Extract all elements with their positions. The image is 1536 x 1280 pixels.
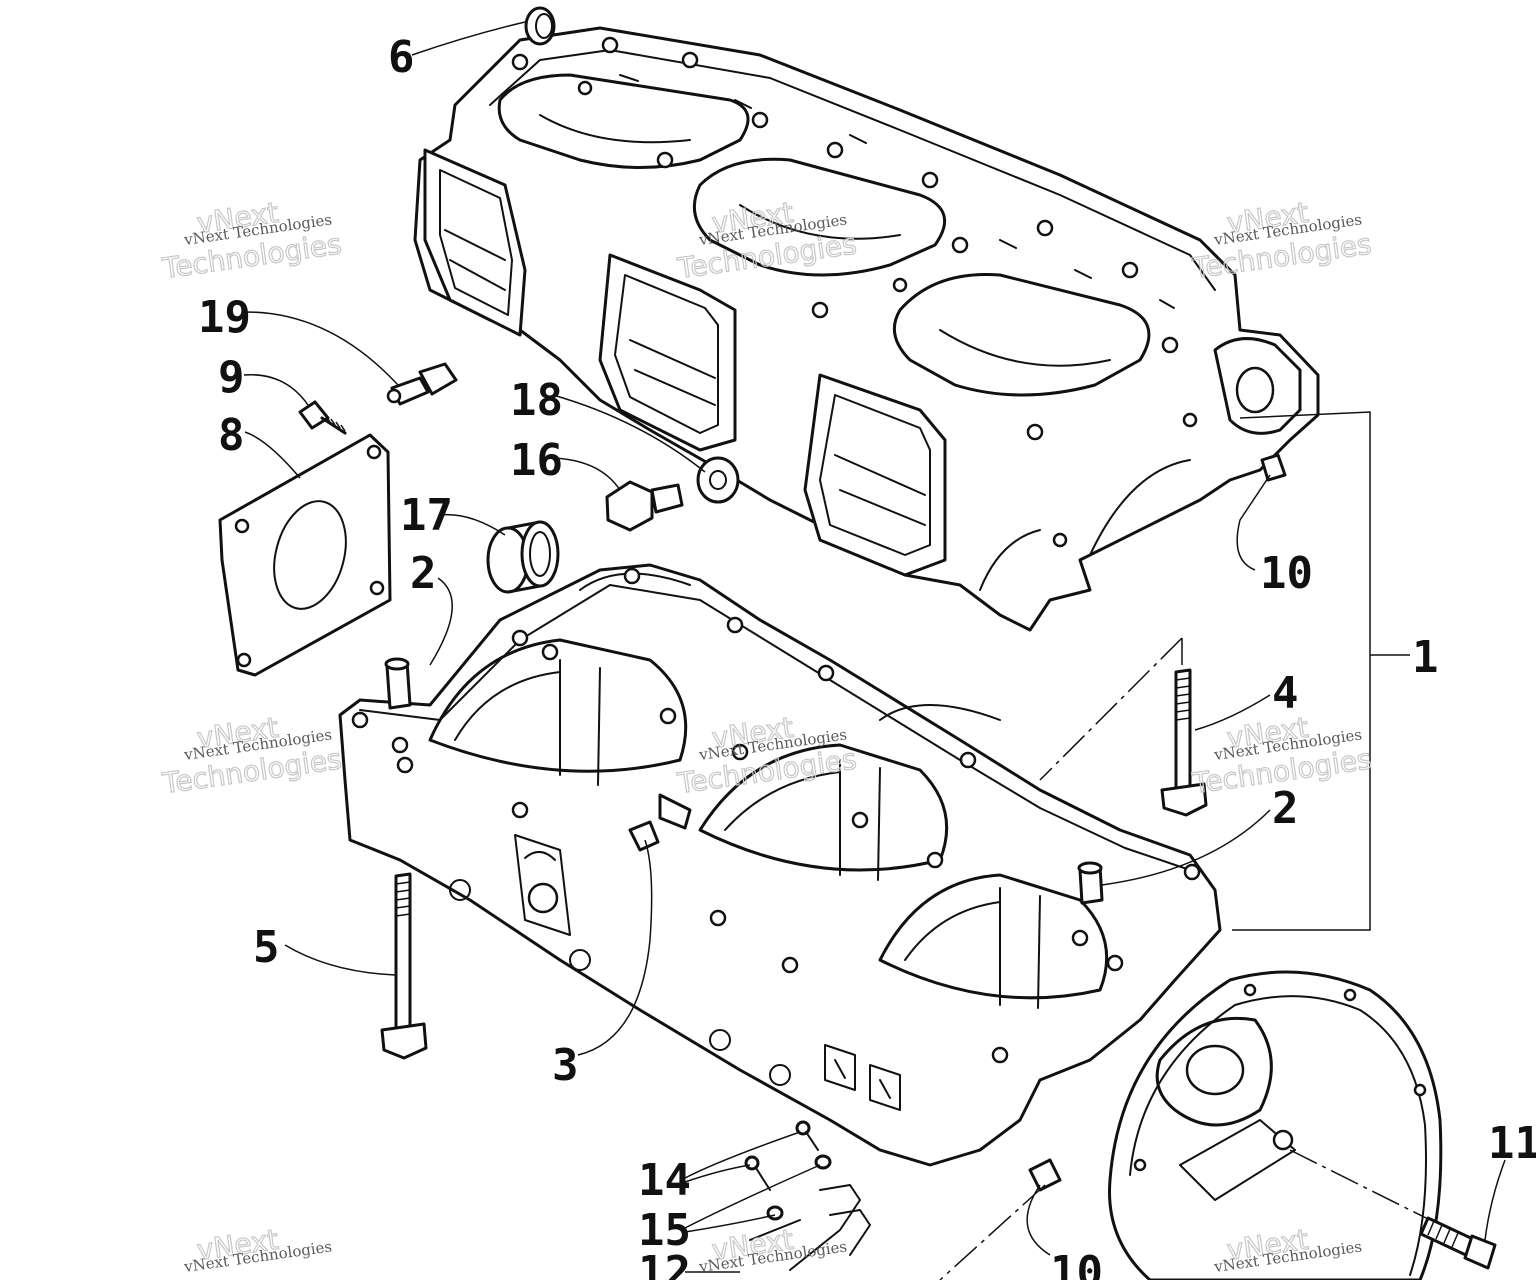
callout-labels: 6 19 9 8 18 16 17 2 10 1 4 2 5 3 11 14 1… [198, 32, 1536, 1280]
gasket-8 [218, 433, 392, 677]
bolt-9 [298, 400, 347, 435]
dowel-2-left [384, 657, 412, 710]
bolt-4 [1160, 668, 1208, 817]
callout-3: 3 [552, 1040, 579, 1091]
watermark: vNext vNext Technologies [182, 1222, 333, 1276]
watermark: vNext vNext Technologies [697, 1222, 848, 1276]
dowel-10-lower [1028, 1158, 1062, 1192]
bolt-11 [1419, 1216, 1497, 1270]
watermark: vNext vNext Technologies Technologies [159, 710, 344, 801]
callout-10-upper: 10 [1260, 548, 1313, 599]
callout-17: 17 [400, 490, 453, 541]
callout-10-lower: 10 [1050, 1247, 1103, 1280]
callout-6: 6 [388, 32, 415, 83]
watermark: vNext vNext Technologies Technologies [159, 195, 344, 286]
callout-14: 14 [638, 1155, 691, 1206]
callout-8: 8 [218, 410, 245, 461]
watermark: vNext vNext Technologies Technologies [674, 710, 859, 801]
callout-11: 11 [1488, 1118, 1536, 1169]
callout-18: 18 [510, 375, 563, 426]
oil-seal-6 [524, 6, 556, 46]
callout-16: 16 [510, 435, 563, 486]
callout-2-lower: 2 [1272, 783, 1299, 834]
leader-lines [243, 21, 1506, 1280]
fitting-19 [386, 362, 458, 406]
oil-seal-17 [486, 520, 560, 594]
callout-9: 9 [218, 352, 245, 403]
callout-1: 1 [1412, 632, 1439, 683]
watermark: vNext vNext Technologies Technologies [1189, 195, 1374, 286]
callout-5: 5 [253, 922, 280, 973]
callout-12: 12 [638, 1247, 691, 1280]
callout-4: 4 [1272, 668, 1299, 719]
washer-18 [696, 456, 740, 504]
drain-plug-16 [605, 480, 684, 532]
upper-crankcase [413, 26, 1320, 632]
bolt-5 [380, 872, 428, 1060]
callout-2-upper: 2 [410, 548, 437, 599]
callout-15: 15 [638, 1205, 691, 1256]
dowel-2-right [1077, 861, 1104, 905]
lower-crankcase [338, 563, 1222, 1167]
callout-19: 19 [198, 292, 251, 343]
